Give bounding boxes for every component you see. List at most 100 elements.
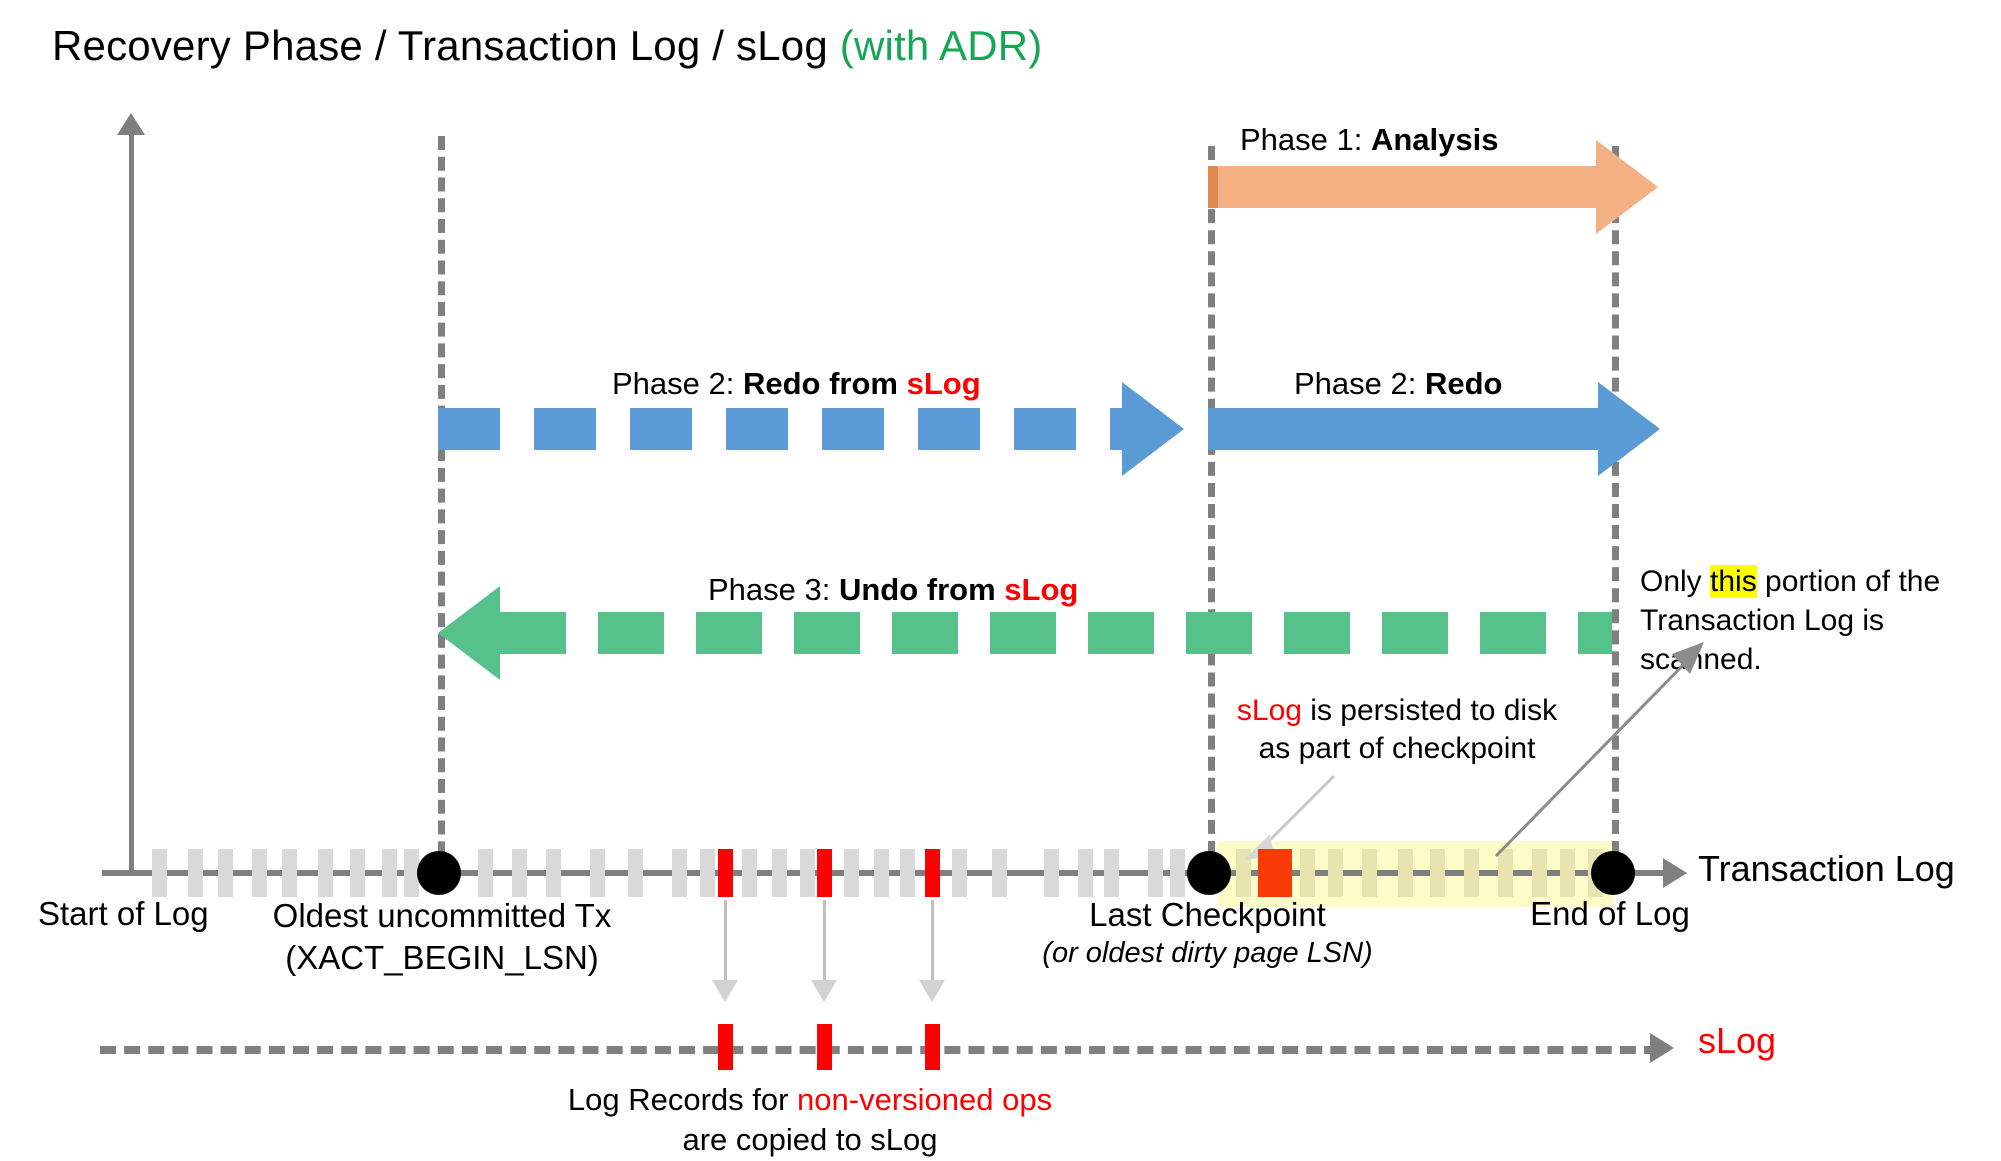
phase2-dash-segment — [1110, 408, 1122, 450]
annotation-logrec-red: non-versioned ops — [797, 1082, 1053, 1117]
log-record-tick — [700, 849, 715, 897]
phase1-label: Phase 1: Analysis — [1240, 122, 1499, 158]
log-record-tick — [1430, 849, 1445, 897]
phase2b-arrowhead-icon — [1598, 382, 1660, 476]
label-end-of-log: End of Log — [1530, 895, 1690, 932]
phase3-prefix: Phase 3: — [708, 572, 839, 607]
log-record-tick — [900, 849, 915, 897]
page-title: Recovery Phase / Transaction Log / sLog … — [52, 22, 1042, 70]
phase3-dash-segment — [1186, 612, 1252, 654]
phase2-dash-segment — [726, 408, 788, 450]
log-record-tick — [1532, 849, 1547, 897]
marker-dot-oldest-uncommitted-tx — [417, 851, 461, 895]
log-record-tick — [800, 849, 815, 897]
label-ckpt-sub: (or oldest dirty page LSN) — [1042, 936, 1373, 969]
log-record-tick — [1104, 849, 1119, 897]
phase1-arrowhead-icon — [1596, 140, 1658, 234]
phase2a-name: Redo from — [742, 366, 907, 401]
log-record-tick — [742, 849, 757, 897]
annotation-only-this-portion: Only this portion of the Transaction Log… — [1640, 562, 1990, 679]
phase3-dash-segment — [598, 612, 664, 654]
log-record-tick — [628, 849, 643, 897]
log-record-tick — [952, 849, 967, 897]
copy-to-slog-arrowhead-icon — [712, 980, 738, 1002]
label-last-checkpoint: Last Checkpoint(or oldest dirty page LSN… — [1035, 895, 1380, 972]
log-record-tick — [590, 849, 605, 897]
marker-dot-last-checkpoint — [1187, 851, 1231, 895]
log-record-tick — [992, 849, 1007, 897]
copy-to-slog-connector — [931, 900, 934, 982]
label-oldest-line2: (XACT_BEGIN_LSN) — [285, 939, 599, 977]
phase3-dash-segment — [1382, 612, 1448, 654]
label-oldest-uncommitted-tx: Oldest uncommitted Tx (XACT_BEGIN_LSN) — [232, 895, 652, 979]
log-record-tick — [512, 849, 527, 897]
phase1-prefix: Phase 1: — [1240, 122, 1371, 157]
phase2b-prefix: Phase 2: — [1294, 366, 1425, 401]
log-record-tick — [1398, 849, 1413, 897]
phase2-dash-segment — [1014, 408, 1076, 450]
vertical-axis-line — [129, 128, 134, 876]
log-record-tick — [1044, 849, 1059, 897]
log-record-tick — [188, 849, 203, 897]
title-main: Recovery Phase / Transaction Log / sLog — [52, 22, 840, 69]
phase2a-highlight: sLog — [906, 366, 981, 401]
phase3-dash-segment — [892, 612, 958, 654]
label-transaction-log-axis: Transaction Log — [1698, 848, 1955, 889]
copy-to-slog-arrowhead-icon — [811, 980, 837, 1002]
transaction-log-axis-line — [102, 870, 1680, 876]
annotation-slog-persisted: sLog is persisted to disk as part of che… — [1232, 692, 1562, 769]
phase3-name: Undo from — [838, 572, 1005, 607]
log-record-tick — [478, 849, 493, 897]
log-record-tick — [1170, 849, 1185, 897]
log-record-tick — [1464, 849, 1479, 897]
phase3-dash-segment — [990, 612, 1056, 654]
log-record-tick — [318, 849, 333, 897]
log-record-tick — [252, 849, 267, 897]
copy-to-slog-arrowhead-icon — [919, 980, 945, 1002]
phase3-dash-segment — [1578, 612, 1612, 654]
guide-line-end-of-log — [1612, 146, 1619, 876]
phase3-label: Phase 3: Undo from sLog — [708, 572, 1078, 608]
log-record-tick — [1236, 849, 1251, 897]
guide-line-oldest-tx — [438, 136, 445, 876]
label-ckpt-main: Last Checkpoint — [1089, 896, 1326, 933]
slog-axis-line — [100, 1046, 1660, 1054]
log-record-tick — [1498, 849, 1513, 897]
slog-record-tick — [718, 1024, 733, 1070]
slog-arrowhead-icon — [1650, 1033, 1674, 1063]
label-slog-axis: sLog — [1698, 1020, 1777, 1061]
log-record-tick — [874, 849, 889, 897]
log-record-tick — [404, 849, 419, 897]
log-record-tick — [1362, 849, 1377, 897]
label-oldest-line1: Oldest uncommitted Tx — [272, 897, 612, 934]
annotation-slog-word: sLog — [1236, 694, 1302, 727]
copy-to-slog-connector — [724, 900, 727, 982]
phase2-dash-segment — [630, 408, 692, 450]
marker-dot-end-of-log — [1591, 851, 1635, 895]
log-record-tick — [1078, 849, 1093, 897]
phase2b-name: Redo — [1424, 366, 1503, 401]
log-record-tick — [218, 849, 233, 897]
log-record-tick — [382, 849, 397, 897]
log-record-tick-nonversioned — [817, 849, 832, 897]
transaction-log-arrowhead-icon — [1663, 858, 1687, 888]
phase3-dash-segment — [500, 612, 566, 654]
phase3-arrowhead-icon — [438, 586, 500, 680]
phase3-dash-segment — [1088, 612, 1154, 654]
phase1-analysis-arrow-body — [1208, 166, 1598, 208]
phase3-dash-segment — [696, 612, 762, 654]
log-record-tick — [672, 849, 687, 897]
log-record-tick — [282, 849, 297, 897]
log-record-tick-nonversioned — [925, 849, 940, 897]
phase2-redo-arrow-body — [1208, 408, 1600, 450]
log-record-tick-nonversioned — [718, 849, 733, 897]
annotation-only-pre: Only — [1640, 565, 1711, 598]
phase2-dash-segment — [438, 408, 500, 450]
log-record-tick — [152, 849, 167, 897]
guide-line-last-checkpoint — [1208, 146, 1215, 876]
phase2-dash-segment — [918, 408, 980, 450]
vertical-axis-arrowhead-icon — [117, 113, 145, 135]
phase2a-prefix: Phase 2: — [612, 366, 743, 401]
phase2-dash-segment — [822, 408, 884, 450]
